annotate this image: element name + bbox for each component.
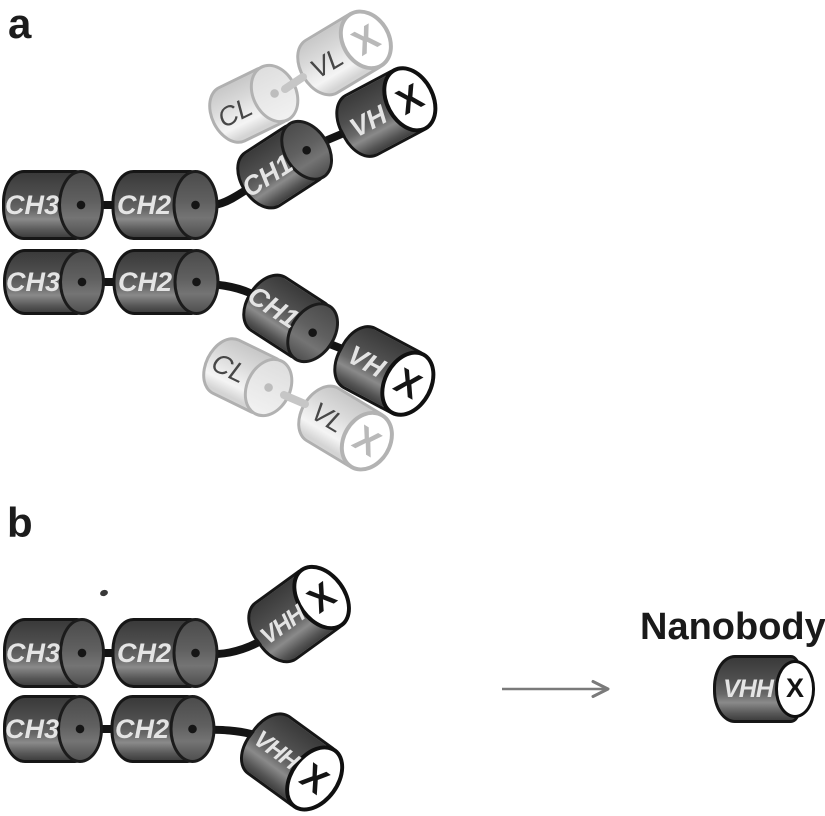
antigen-binding-cap: X xyxy=(775,660,815,718)
antigen-x-label: X xyxy=(785,673,804,704)
domain-label: CH3 xyxy=(5,266,60,297)
cylinder-end-cap xyxy=(59,618,105,688)
cylinder-end-cap xyxy=(57,695,103,763)
cyl-a-row1-ch3: CH3 xyxy=(2,170,104,240)
cyl-a-row1-ch2: CH2 xyxy=(111,170,219,240)
light-linkers xyxy=(280,73,309,408)
domain-label: CH2 xyxy=(116,637,171,668)
linker-a-lower-cl-vl xyxy=(280,391,309,408)
cylinder-end-cap xyxy=(173,249,220,315)
domain-label: CH3 xyxy=(5,637,60,668)
cylinder-end-cap xyxy=(169,695,216,763)
cylinder-end-cap xyxy=(172,618,219,688)
domain-label: CH3 xyxy=(4,189,59,220)
domain-label: CH2 xyxy=(117,266,172,297)
domain-label: CH2 xyxy=(114,713,169,744)
cyl-b-row1-ch3: CH3 xyxy=(3,618,105,688)
panel-b-label: b xyxy=(7,499,33,546)
linker-a-upper-cl-vl xyxy=(281,73,307,93)
domain-label: CH2 xyxy=(116,189,171,220)
cylinder-end-cap xyxy=(58,170,104,240)
cylinder-end-cap xyxy=(172,170,219,240)
nanobody-title: Nanobody xyxy=(640,606,825,648)
cyl-a-row2-ch2: CH2 xyxy=(112,249,220,315)
cyl-b-row1-ch2: CH2 xyxy=(111,618,219,688)
transition-arrow xyxy=(502,680,610,698)
cylinder-end-cap xyxy=(59,249,105,315)
cyl-b-row2-ch3: CH3 xyxy=(3,695,103,763)
domain-label: CH3 xyxy=(5,713,60,744)
cyl-nanobody-vhh: X VHH xyxy=(713,655,817,723)
arrow-head xyxy=(591,680,610,698)
domain-label: VHH xyxy=(723,674,774,703)
cyl-a-row2-ch3: CH3 xyxy=(3,249,105,315)
panel-a-label: a xyxy=(8,0,32,47)
cyl-b-row2-ch2: CH2 xyxy=(110,695,216,763)
